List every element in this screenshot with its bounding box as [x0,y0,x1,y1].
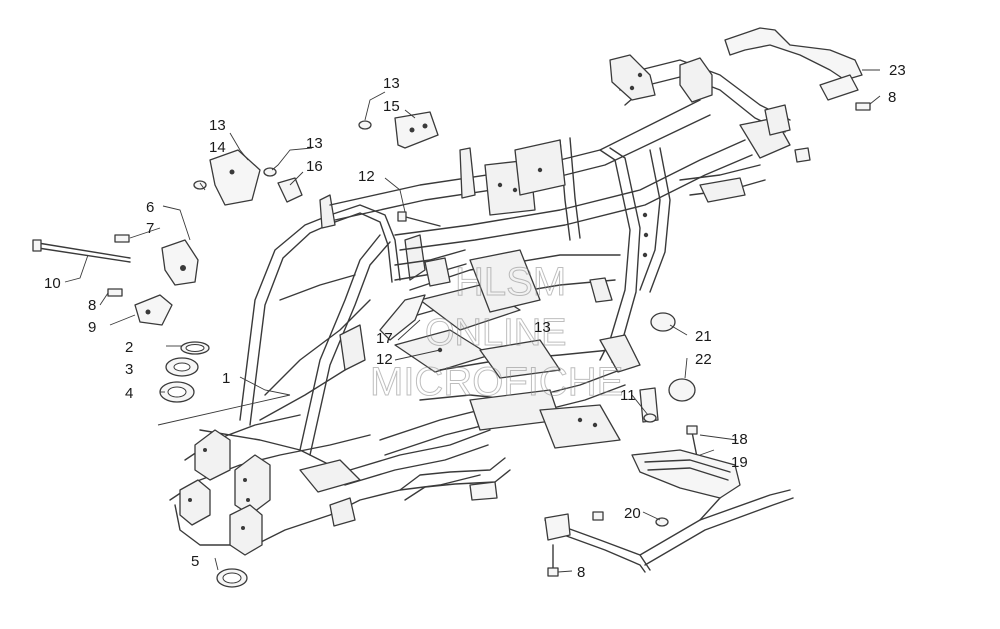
callout-13-c: 13 [383,75,400,92]
footrest-19-part [631,449,741,499]
callout-14: 14 [209,139,226,156]
bolt-7-part [114,234,130,243]
watermark-line2: ONLINE [425,312,566,354]
plug-21-part [650,312,676,332]
bolt-8-left-part [107,288,123,297]
callout-4: 4 [125,385,133,402]
callout-9: 9 [88,319,96,336]
callout-22: 22 [695,351,712,368]
bracket-15-part [394,111,439,149]
bracket-6-part [161,239,199,286]
callout-13-b: 13 [306,135,323,152]
callout-3: 3 [125,361,133,378]
plug-22-part [668,378,696,402]
watermark-line1: HLSM [455,260,566,304]
callout-19: 19 [731,454,748,471]
bracket-17-part [379,294,426,341]
watermark: HLSM ONLINE MICROFICHE [370,260,624,405]
callout-12-lower: 12 [376,351,393,368]
callout-13-d: 13 [534,319,551,336]
callout-21: 21 [695,328,712,345]
long-bolt-part [37,242,131,259]
callout-8-right: 8 [888,89,896,106]
callout-13-a: 13 [209,117,226,134]
rear-bracket-23-part [724,27,863,81]
callout-17: 17 [376,330,393,347]
callout-6: 6 [146,199,154,216]
plate-9-part [134,294,173,326]
leader-lines [64,69,881,573]
callout-5: 5 [191,553,199,570]
watermark-line3: MICROFICHE [370,360,623,404]
callout-23: 23 [889,62,906,79]
callout-8-left: 8 [88,297,96,314]
foot-bar-part [544,519,651,571]
callout-20: 20 [624,505,641,522]
callout-numbers: 1 2 3 4 5 6 7 8 8 8 9 10 11 12 12 13 13 … [44,62,906,581]
callout-15: 15 [383,98,400,115]
callout-12-upper: 12 [358,168,375,185]
bracket-16-part [277,177,303,203]
bracket-14-part [209,149,261,206]
callout-11: 11 [620,387,636,404]
callout-8-bottom: 8 [577,564,585,581]
callout-2: 2 [125,339,133,356]
callout-10: 10 [44,275,61,292]
callout-16: 16 [306,158,323,175]
callout-7: 7 [146,220,154,237]
callout-18: 18 [731,431,748,448]
callout-1: 1 [222,370,230,387]
loose-parts [32,27,871,588]
main-frame [169,54,811,556]
